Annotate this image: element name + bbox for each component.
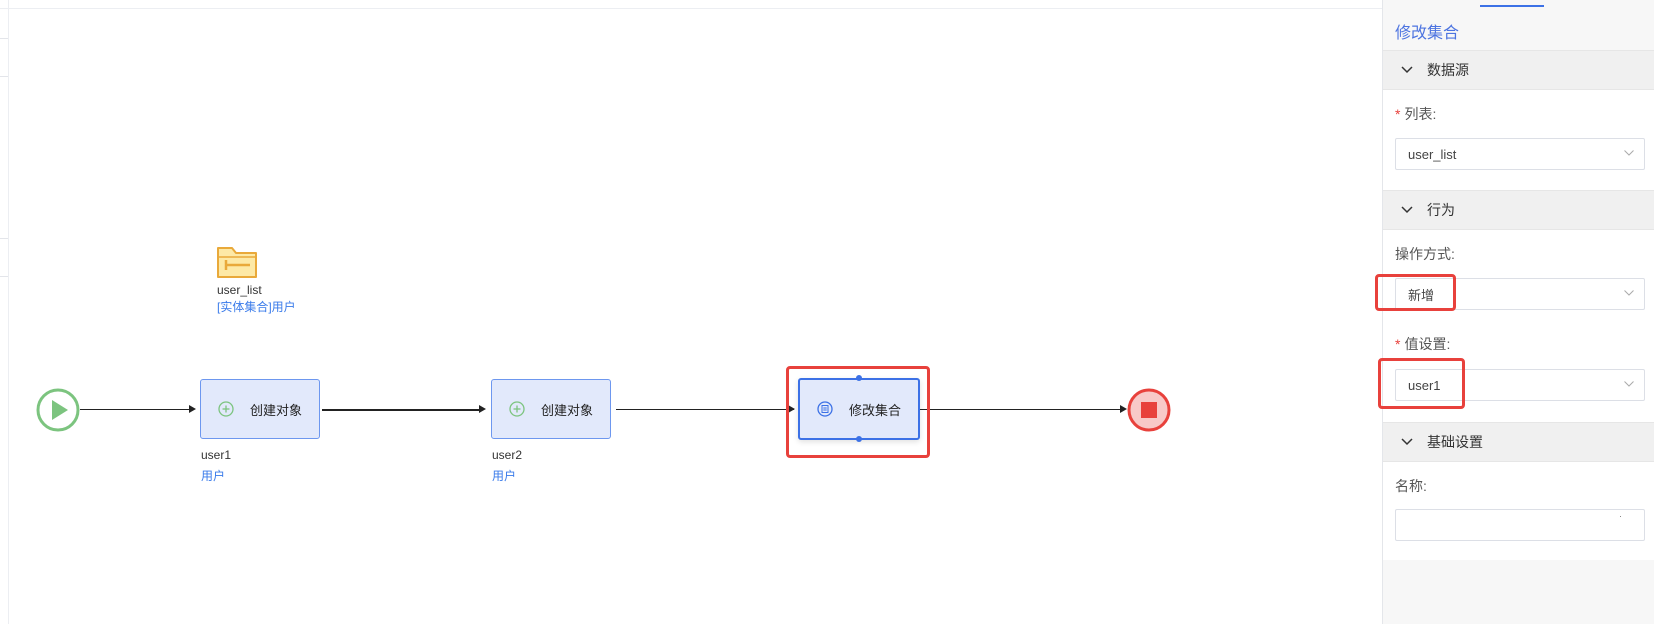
input-dot [1620,516,1621,517]
canvas-top-border [0,8,1382,9]
chevron-down-icon [1624,290,1634,296]
node-create-object-1[interactable]: 创建对象 [200,379,320,439]
list-select[interactable]: user_list [1395,138,1645,170]
required-mark: * [1395,106,1401,122]
folder-icon[interactable] [216,244,260,280]
chevron-down-icon [1401,66,1413,74]
operation-field-label: 操作方式: [1395,246,1455,262]
section-title: 行为 [1427,202,1455,218]
edge-node3-to-end[interactable] [920,409,1120,410]
collection-type: [实体集合]用户 [217,300,296,314]
edge-start-to-node1[interactable] [80,409,189,410]
section-body-datasource: *列表: user_list [1383,90,1654,190]
chevron-down-icon [1401,438,1413,446]
section-header-datasource[interactable]: 数据源 [1383,50,1654,90]
operation-select[interactable]: 新增 [1395,278,1645,310]
arrow-head [788,405,795,413]
active-tab-indicator [1480,5,1544,7]
end-node[interactable] [1127,388,1171,432]
required-mark: * [1395,336,1401,352]
node-label: 创建对象 [540,402,593,418]
section-title: 基础设置 [1427,434,1483,450]
node-anchor-top[interactable] [856,375,862,381]
node-label: 创建对象 [249,402,302,418]
edge-node1-to-node2[interactable] [322,409,479,411]
section-body-basic: 名称: [1383,462,1654,560]
section-header-basic[interactable]: 基础设置 [1383,422,1654,462]
canvas-left-border [8,0,9,624]
collection-name: user_list [217,283,262,297]
section-header-behavior[interactable]: 行为 [1383,190,1654,230]
add-circle-icon [509,401,525,417]
edit-list-icon [817,401,833,417]
value-select-value: user1 [1408,377,1441,393]
name-field-label: 名称: [1395,478,1427,494]
node-var-type: 用户 [492,469,517,483]
value-field-label: *值设置: [1395,336,1451,352]
left-gutter-mark [0,276,8,277]
section-title: 数据源 [1427,62,1469,78]
node-anchor-bottom[interactable] [856,436,862,442]
section-body-behavior: 操作方式: 新增 *值设置: user1 [1375,230,1654,422]
arrow-head [479,405,486,413]
node-create-object-2[interactable]: 创建对象 [491,379,611,439]
chevron-down-icon [1624,381,1634,387]
operation-highlight-box [1375,274,1456,311]
arrow-head [189,405,196,413]
panel-title: 修改集合 [1395,25,1460,42]
node-highlight-box [786,366,930,458]
edge-node2-to-node3[interactable] [616,409,794,410]
node-var-name: user1 [201,448,232,462]
node-var-type: 用户 [201,469,226,483]
stop-icon [1127,388,1171,432]
add-circle-icon [218,401,234,417]
properties-panel: 修改集合 数据源 *列表: user_list 行为 操作方式: 新增 *值设置… [1375,0,1654,624]
value-select[interactable]: user1 [1395,369,1645,401]
node-label: 修改集合 [848,402,901,418]
flow-canvas[interactable]: user_list [实体集合]用户 创建对象 user1 用户 创建对象 us… [0,0,1382,624]
play-icon [36,388,80,432]
chevron-down-icon [1624,150,1634,156]
name-input[interactable] [1395,509,1645,541]
list-select-value: user_list [1408,146,1457,162]
operation-select-value: 新增 [1408,287,1435,303]
start-node[interactable] [36,388,80,432]
node-var-name: user2 [492,448,523,462]
arrow-head [1120,405,1127,413]
left-gutter-mark [0,38,8,39]
left-gutter-mark [0,238,8,239]
node-modify-collection[interactable]: 修改集合 [798,378,920,440]
chevron-down-icon [1401,206,1413,214]
left-gutter-mark [0,76,8,77]
list-field-label: *列表: [1395,106,1437,122]
value-highlight-box [1378,358,1465,409]
